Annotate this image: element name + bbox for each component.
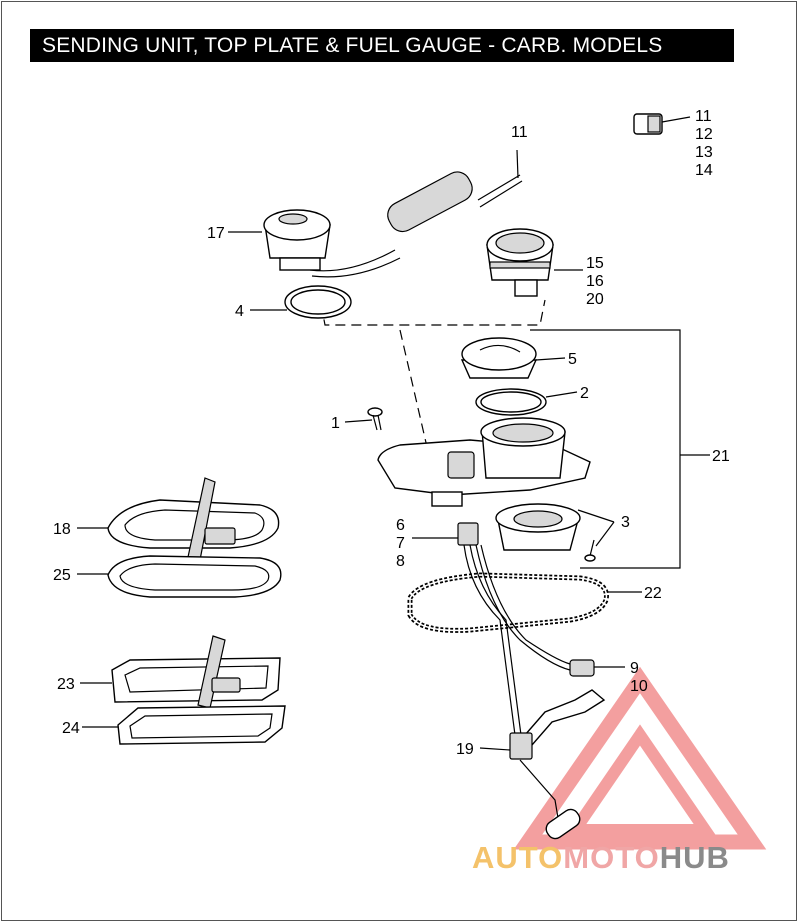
callout-22: 22 [644, 585, 662, 602]
callout-13: 13 [695, 144, 713, 161]
fuel-gauge-right [486, 228, 554, 297]
callout-17: 17 [207, 225, 225, 242]
callout-20: 20 [586, 291, 604, 308]
diagram-title: SENDING UNIT, TOP PLATE & FUEL GAUGE - C… [30, 29, 734, 62]
connector-6 [457, 522, 479, 546]
gasket-25 [107, 555, 282, 598]
callout-25: 25 [53, 567, 71, 584]
watermark-moto: MOTO [563, 840, 660, 875]
watermark-logo-icon [513, 666, 767, 850]
sending-unit-19 [509, 689, 606, 840]
gasket-4 [284, 285, 352, 319]
plate-18 [107, 477, 280, 570]
callout-24: 24 [62, 720, 80, 737]
bezel-3 [495, 503, 596, 562]
callout-18: 18 [53, 521, 71, 538]
callout-15: 15 [586, 255, 604, 272]
watermark-auto: AUTO [472, 840, 564, 875]
callout-5: 5 [568, 351, 577, 368]
watermark-hub: HUB [659, 840, 730, 875]
callout-19: 19 [456, 741, 474, 758]
callout-11: 11 [695, 108, 712, 125]
callout-6: 6 [396, 517, 405, 534]
callout-1: 1 [331, 415, 340, 432]
callout-7: 7 [396, 535, 405, 552]
callout-labels: 11 11 12 13 14 17 15 16 20 4 5 2 1 21 3 … [53, 108, 730, 758]
callout-21: 21 [712, 448, 730, 465]
callout-8: 8 [396, 553, 405, 570]
plate-23 [111, 635, 281, 719]
callout-16: 16 [586, 273, 604, 290]
callout-12: 12 [695, 126, 713, 143]
o-ring-2 [475, 388, 547, 416]
gasket-22 [407, 572, 609, 633]
leader-lines [77, 116, 710, 751]
callout-14: 14 [695, 162, 713, 179]
top-plate-21 [377, 417, 591, 507]
screw-1 [367, 407, 383, 431]
fuse-harness [309, 149, 523, 278]
callout-2: 2 [580, 385, 589, 402]
callout-10: 10 [630, 678, 648, 695]
callout-23: 23 [57, 676, 75, 693]
sender-wires [463, 544, 595, 736]
callout-4: 4 [235, 303, 244, 320]
gauge-wire-lead [544, 113, 663, 247]
watermark-text: AUTOMOTOHUB [472, 840, 792, 880]
callout-9: 9 [630, 660, 639, 677]
bracket-21 [530, 329, 681, 569]
callout-3: 3 [621, 514, 630, 531]
cap-5 [460, 337, 538, 379]
callout-11-fuse: 11 [511, 124, 528, 141]
gasket-24 [117, 705, 286, 745]
fuel-gauge-left [263, 209, 331, 271]
